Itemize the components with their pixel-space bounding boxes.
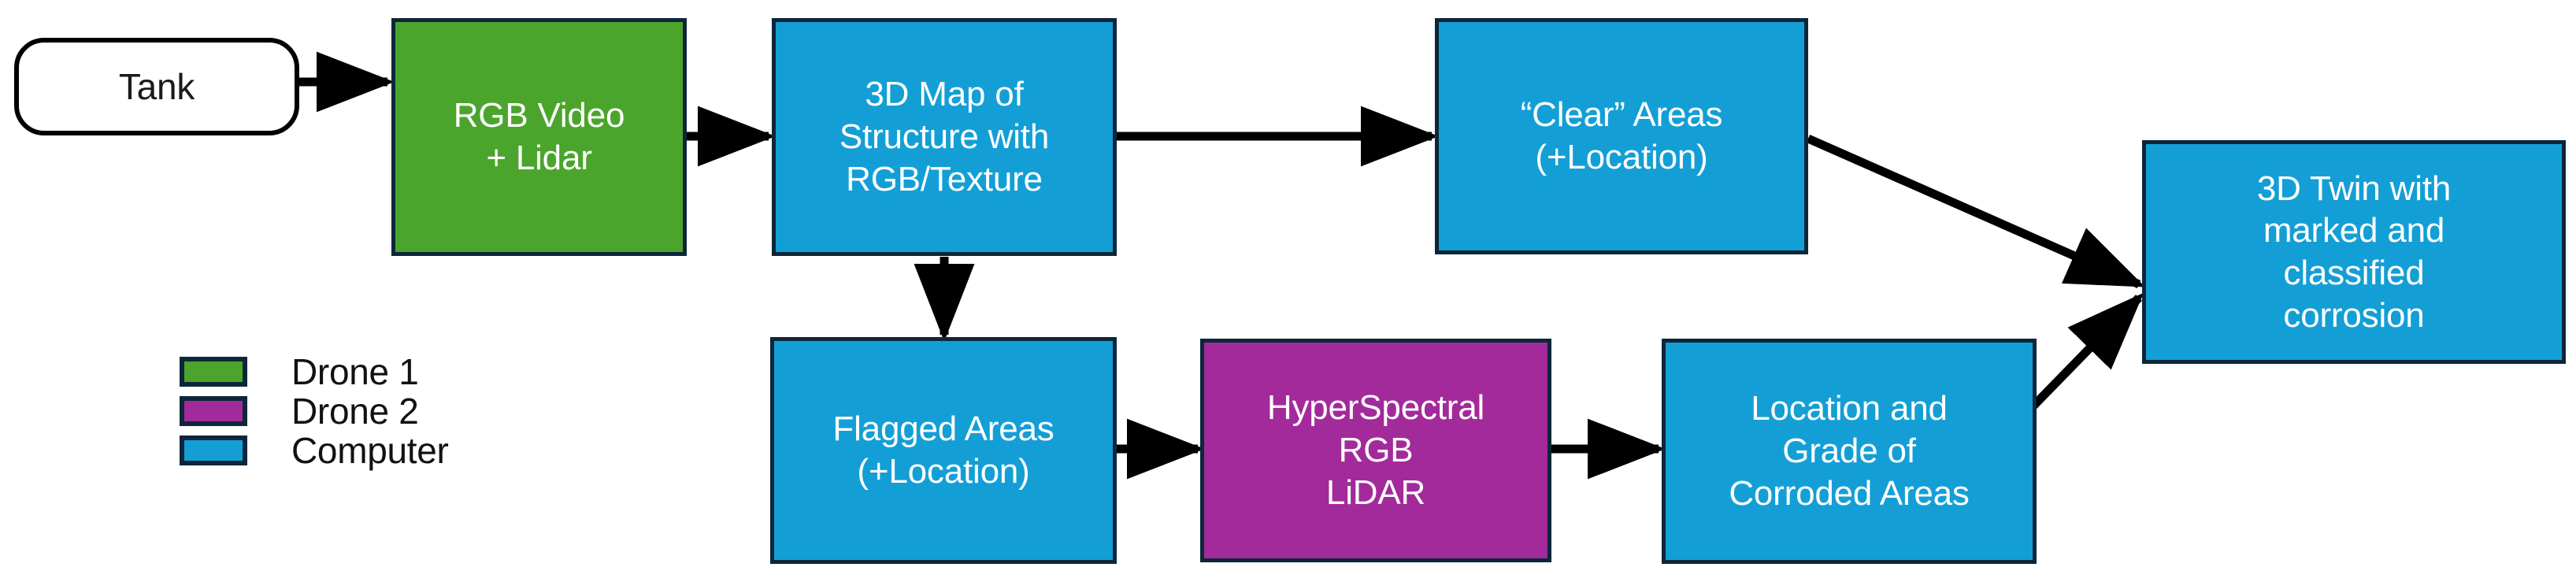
node-clear-areas[interactable]: “Clear” Areas (+Location) bbox=[1435, 18, 1808, 254]
legend-label-drone-2: Drone 2 bbox=[291, 391, 419, 432]
legend: Drone 1 Drone 2 Computer bbox=[180, 351, 589, 474]
node-tank[interactable]: Tank bbox=[14, 38, 299, 135]
node-3d-twin-corrosion-label: 3D Twin with marked and classified corro… bbox=[2256, 169, 2452, 335]
node-rgb-video-lidar-label: RGB Video + Lidar bbox=[453, 96, 625, 177]
legend-label-computer: Computer bbox=[291, 430, 449, 471]
legend-swatch-drone-1 bbox=[180, 357, 247, 387]
legend-item-computer: Computer bbox=[180, 430, 589, 471]
node-3d-twin-corrosion[interactable]: 3D Twin with marked and classified corro… bbox=[2142, 140, 2566, 364]
legend-swatch-drone-2 bbox=[180, 396, 247, 426]
legend-label-drone-1: Drone 1 bbox=[291, 351, 419, 392]
node-rgb-video-lidar[interactable]: RGB Video + Lidar bbox=[391, 18, 687, 256]
node-flagged-areas[interactable]: Flagged Areas (+Location) bbox=[770, 337, 1117, 564]
node-tank-label: Tank bbox=[118, 65, 195, 107]
node-location-grade-corroded-areas-label: Location and Grade of Corroded Areas bbox=[1729, 389, 1970, 513]
legend-item-drone-2: Drone 2 bbox=[180, 391, 589, 432]
legend-swatch-computer bbox=[180, 436, 247, 465]
edge-clear-areas-to-3d-twin bbox=[1806, 134, 2146, 289]
node-3d-map-of-structure[interactable]: 3D Map of Structure with RGB/Texture bbox=[772, 18, 1117, 256]
legend-item-drone-1: Drone 1 bbox=[180, 351, 589, 392]
node-location-grade-corroded-areas[interactable]: Location and Grade of Corroded Areas bbox=[1662, 339, 2037, 564]
node-hyperspectral-rgb-lidar[interactable]: HyperSpectral RGB LiDAR bbox=[1200, 339, 1551, 562]
node-hyperspectral-rgb-lidar-label: HyperSpectral RGB LiDAR bbox=[1266, 388, 1485, 512]
node-3d-map-of-structure-label: 3D Map of Structure with RGB/Texture bbox=[839, 75, 1050, 198]
node-clear-areas-label: “Clear” Areas (+Location) bbox=[1520, 95, 1723, 176]
node-flagged-areas-label: Flagged Areas (+Location) bbox=[832, 410, 1054, 491]
